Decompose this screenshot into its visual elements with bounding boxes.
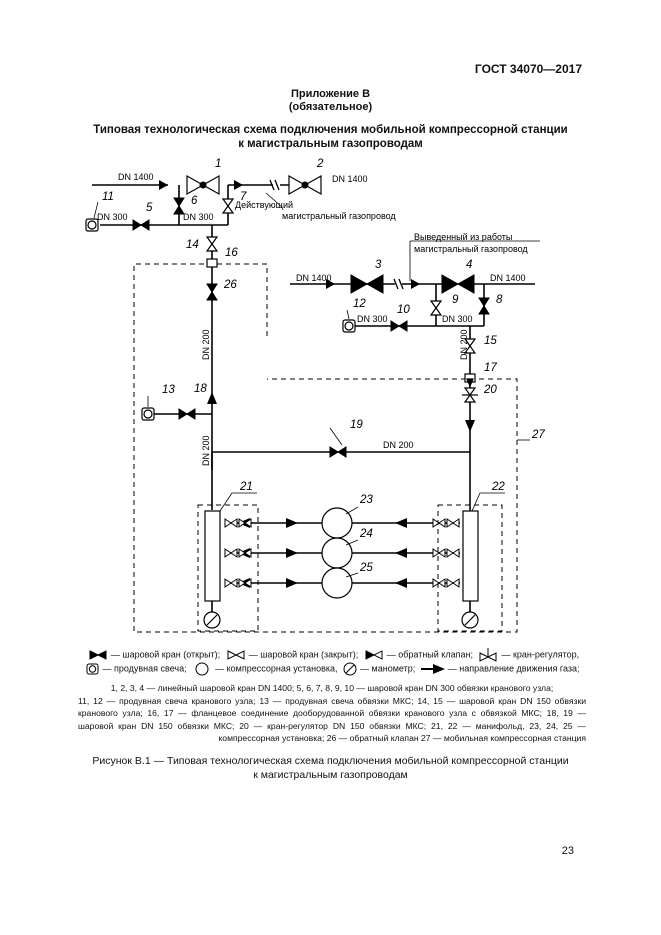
label-dn200-a: DN 200 [201,329,211,360]
label-dn1400-a: DN 1400 [118,172,154,182]
legend-closed-valve: — шаровой кран (закрыт); [248,649,359,660]
label-active-2: магистральный газопровод [282,211,396,221]
num-16: 16 [225,247,238,259]
num-20: 20 [483,384,497,396]
legend-line-1: 1, 2, 3, 4 — линейный шаровой кран DN 14… [110,683,554,693]
label-dn300-c: DN 300 [357,314,388,324]
legend-row-2: — продувная свеча; — компрессорная устан… [78,662,586,676]
num-14: 14 [186,239,199,251]
legend-row-1: — шаровой кран (открыт); — шаровой кран … [78,648,586,662]
regulator-icon [479,648,497,662]
num-2: 2 [316,158,324,170]
label-dn200-b: DN 200 [201,435,211,466]
legend-open-valve: — шаровой кран (открыт); [110,649,221,660]
num-15: 15 [484,335,497,347]
num-8: 8 [496,294,503,306]
closed-valve-icon [227,650,245,660]
check-valve-icon [365,650,383,660]
legend-line-2: 11, 12 — продувная свеча кранового узла;… [78,695,586,744]
flow-arrow-icon [420,664,445,674]
label-dn1400-b: DN 1400 [332,174,368,184]
figure-caption: Рисунок В.1 — Типовая технологическая сх… [0,754,661,782]
label-out-1: Выведенный из работы [414,232,512,242]
num-12: 12 [353,298,366,310]
num-6: 6 [191,195,198,207]
caption-line2: к магистральным газопроводам [253,769,408,781]
num-7: 7 [240,191,247,203]
num-21: 21 [239,481,253,493]
standard-number: ГОСТ 34070—2017 [474,62,582,76]
num-19: 19 [350,419,363,431]
legend-check-valve: — обратный клапан; [386,649,473,660]
label-dn1400-d: DN 1400 [490,273,526,283]
open-valve-icon [89,650,107,660]
num-18: 18 [194,383,207,395]
compressor-icon [195,662,209,676]
label-dn300-d: DN 300 [442,314,473,324]
figure-title-line1: Типовая технологическая схема подключени… [93,124,568,136]
num-26: 26 [223,279,237,291]
figure-title-line2: к магистральным газопроводам [238,138,423,150]
num-23: 23 [359,494,373,506]
legend-purge: — продувная свеча; [102,663,187,674]
caption-line1: Рисунок В.1 — Типовая технологическая сх… [92,755,569,767]
gauge-icon [343,662,357,676]
num-5: 5 [146,202,153,214]
legend: — шаровой кран (открыт); — шаровой кран … [78,648,586,745]
appendix-title: Приложение В [290,88,371,100]
appendix-status: (обязательное) [288,101,373,113]
num-27: 27 [531,429,545,441]
num-24: 24 [359,528,373,540]
label-dn200-c: DN 200 [383,440,414,450]
label-dn200-d: DN 200 [459,329,469,360]
num-10: 10 [397,304,410,316]
num-11: 11 [102,191,114,203]
num-25: 25 [359,562,373,574]
label-dn300-a: DN 300 [97,212,128,222]
label-active-1: Действующий [235,200,293,210]
label-dn300-b: DN 300 [183,212,214,222]
process-diagram: DN 1400 DN 1400 DN 1400 DN 1400 DN 300 D… [85,158,545,633]
page-number: 23 [561,845,574,857]
num-3: 3 [375,259,382,271]
num-13: 13 [162,384,175,396]
legend-flow: — направление движения газа; [447,663,580,674]
figure-title: Типовая технологическая схема подключени… [0,123,661,151]
num-1: 1 [215,158,221,170]
num-4: 4 [466,259,472,271]
appendix-heading: Приложение В (обязательное) [0,88,661,114]
legend-gauge: — манометр; [360,663,416,674]
num-9: 9 [452,294,459,306]
num-22: 22 [491,481,505,493]
legend-compressor: — компрессорная установка, [215,663,338,674]
label-dn1400-c: DN 1400 [296,273,332,283]
legend-regulator: — кран-регулятор, [501,649,580,660]
label-out-2: магистральный газопровод [414,244,528,254]
num-17: 17 [484,362,497,374]
purge-icon [86,663,99,675]
